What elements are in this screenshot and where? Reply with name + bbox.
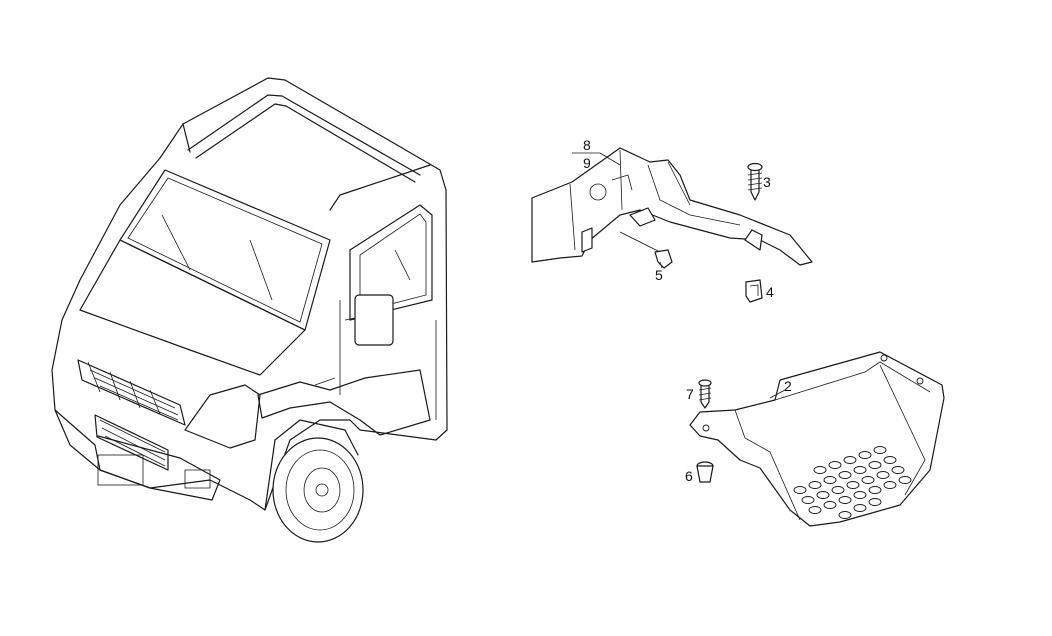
step-plate-part <box>689 351 945 527</box>
callout-6: 6 <box>685 468 693 484</box>
leader-lines <box>572 152 786 399</box>
tread-holes <box>793 446 912 519</box>
callout-3: 3 <box>763 174 771 190</box>
callout-5: 5 <box>655 267 663 283</box>
van-illustration <box>51 77 448 543</box>
inner-fender-part <box>531 147 813 266</box>
callout-4: 4 <box>766 284 774 300</box>
grille-mesh <box>87 361 179 421</box>
callout-8: 8 <box>583 137 591 153</box>
callout-labels: 8 9 3 5 4 2 7 6 <box>583 137 792 484</box>
screw-part-7 <box>698 379 712 409</box>
callout-2: 2 <box>784 378 792 394</box>
callout-7: 7 <box>686 386 694 402</box>
clip-part-4 <box>745 279 763 303</box>
screw-part-3 <box>747 162 763 201</box>
callout-9: 9 <box>583 155 591 171</box>
nut-part-6 <box>696 461 714 483</box>
clip-part-5 <box>654 249 673 269</box>
